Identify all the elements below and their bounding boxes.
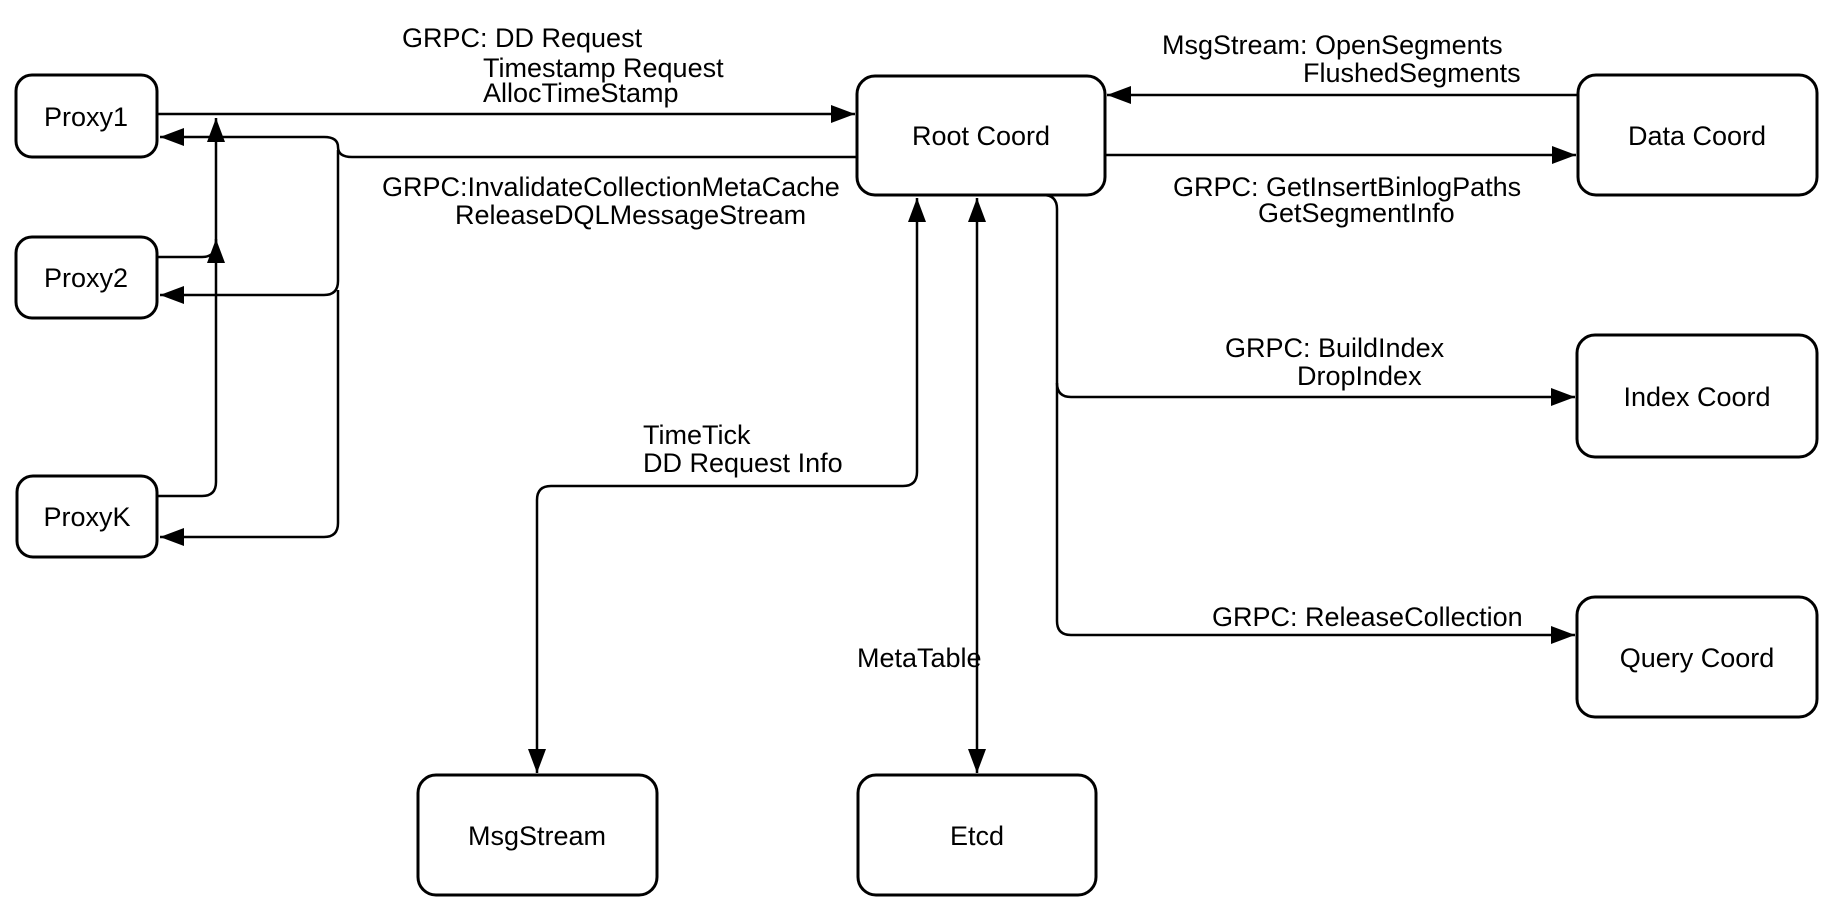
- edge-label-line: GRPC: ReleaseCollection: [1212, 602, 1523, 632]
- node-etcd-label: Etcd: [950, 821, 1004, 851]
- edge-label-line: GetSegmentInfo: [1258, 198, 1455, 228]
- edge-label-line: GRPC: DD Request: [402, 23, 643, 53]
- node-msgstream-label: MsgStream: [468, 821, 606, 851]
- edge-label-root-to-etcd: MetaTable: [857, 643, 982, 673]
- node-root-coord: Root Coord: [855, 74, 1107, 197]
- edge-label-line: Timestamp Request: [483, 53, 724, 83]
- node-root-coord-label: Root Coord: [912, 121, 1050, 151]
- connector-rootcoord-to-proxy1: [160, 128, 857, 159]
- edge-label-root-to-index: GRPC: BuildIndex DropIndex: [1225, 333, 1445, 391]
- edge-label-line: AllocTimeStamp: [483, 78, 679, 108]
- node-proxy1-label: Proxy1: [44, 102, 128, 132]
- connector-rootcoord-to-indexcoord: [1055, 382, 1575, 406]
- node-proxyk-label: ProxyK: [43, 502, 130, 532]
- edge-label-line: TimeTick: [643, 420, 751, 450]
- edge-label-root-to-query: GRPC: ReleaseCollection: [1212, 602, 1523, 632]
- edge-label-line: FlushedSegments: [1303, 58, 1521, 88]
- edge-label-line: DropIndex: [1297, 361, 1422, 391]
- edge-label-line: GRPC: BuildIndex: [1225, 333, 1445, 363]
- edge-label-root-to-proxy: GRPC:InvalidateCollectionMetaCache Relea…: [382, 172, 840, 230]
- node-proxy1: Proxy1: [14, 73, 159, 159]
- connector-rootcoord-to-msgstream: [528, 484, 720, 773]
- node-query-coord-label: Query Coord: [1620, 643, 1775, 673]
- node-proxyk: ProxyK: [15, 474, 159, 559]
- edge-label-line: GRPC: GetInsertBinlogPaths: [1173, 172, 1521, 202]
- connector-rootcoord-to-querycoord: [1042, 193, 1575, 644]
- edge-label-proxy-to-root: GRPC: DD Request Timestamp Request Alloc…: [402, 23, 724, 108]
- node-etcd: Etcd: [856, 773, 1098, 897]
- connector-rootcoord-to-proxyk: [160, 290, 340, 546]
- node-index-coord-label: Index Coord: [1623, 382, 1770, 412]
- node-proxy2: Proxy2: [14, 235, 159, 320]
- edge-label-root-to-data: GRPC: GetInsertBinlogPaths GetSegmentInf…: [1173, 172, 1521, 228]
- edge-label-data-to-root: MsgStream: OpenSegments FlushedSegments: [1162, 30, 1521, 88]
- edge-label-line: ReleaseDQLMessageStream: [455, 200, 806, 230]
- node-index-coord: Index Coord: [1575, 333, 1819, 459]
- node-data-coord: Data Coord: [1576, 73, 1819, 197]
- edge-label-line: GRPC:InvalidateCollectionMetaCache: [382, 172, 840, 202]
- node-query-coord: Query Coord: [1575, 595, 1819, 719]
- connector-msgstream-to-rootcoord: [720, 198, 926, 488]
- connector-rootcoord-to-proxy2: [160, 150, 340, 304]
- edge-label-line: DD Request Info: [643, 448, 843, 478]
- connector-proxyk-merge-up: [157, 239, 225, 498]
- edge-label-line: MsgStream: OpenSegments: [1162, 30, 1503, 60]
- node-proxy2-label: Proxy2: [44, 263, 128, 293]
- connector-proxy2-merge-up: [157, 118, 225, 259]
- edge-label-root-to-msgstream: TimeTick DD Request Info: [643, 420, 843, 478]
- node-data-coord-label: Data Coord: [1628, 121, 1766, 151]
- node-msgstream: MsgStream: [416, 773, 659, 897]
- edge-label-line: MetaTable: [857, 643, 982, 673]
